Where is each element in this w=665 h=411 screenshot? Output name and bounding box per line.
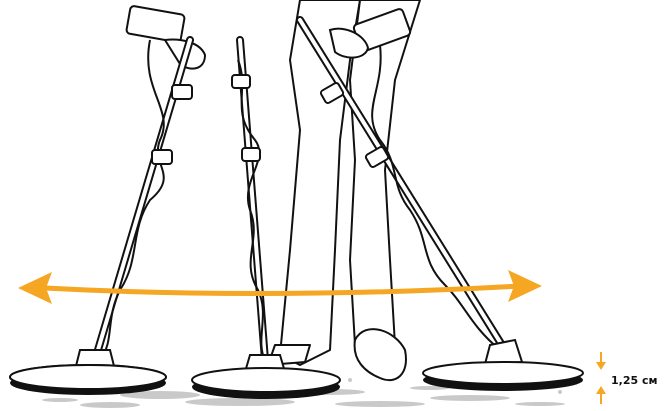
person-legs <box>267 0 421 382</box>
detector-middle <box>191 36 341 399</box>
search-coil-right <box>422 361 584 385</box>
height-indicator-arrows <box>596 352 606 404</box>
sweep-arrow <box>18 270 542 304</box>
search-coil-middle <box>191 367 341 393</box>
detector-left <box>9 5 207 395</box>
control-box-left <box>125 5 186 44</box>
height-label: 1,25 см <box>611 374 658 387</box>
cable-right <box>371 44 501 351</box>
cable-left <box>99 39 165 361</box>
detector-right <box>296 8 584 391</box>
hand-right <box>328 27 370 59</box>
cable-middle <box>237 59 266 361</box>
